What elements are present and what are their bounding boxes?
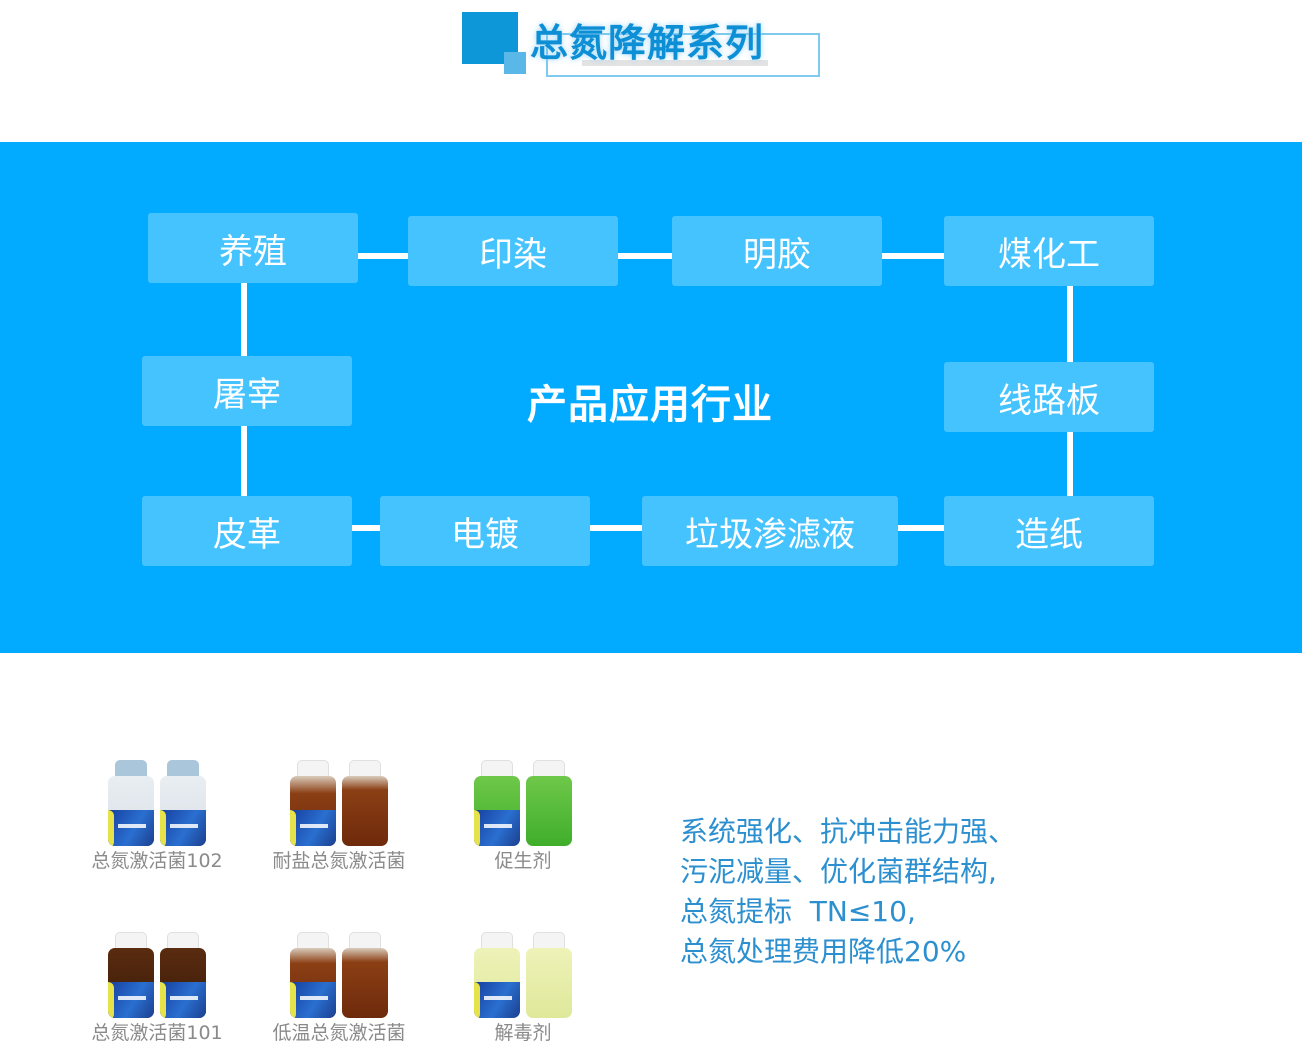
industry-label: 皮革 [213,514,281,555]
bottle-icon [108,932,154,1018]
product-card[interactable]: 总氮激活菌101 [72,922,242,1044]
bottle-icon [342,932,388,1018]
product-benefits: 系统强化、抗冲击能力强、 污泥减量、优化菌群结构, 总氮提标 TN≤10, 总氮… [680,812,1016,972]
bottle-icon [160,932,206,1018]
connector [1067,432,1073,496]
industry-node-circuit-board: 线路板 [944,362,1154,432]
product-image [72,922,242,1018]
industry-node-gelatin: 明胶 [672,216,882,286]
industry-node-coal-chemical: 煤化工 [944,216,1154,286]
benefit-line: 污泥减量、优化菌群结构, [680,855,997,888]
industry-label: 养殖 [219,231,287,272]
product-card[interactable]: 促生剂 [438,750,608,880]
product-name: 促生剂 [494,850,552,872]
industry-band: 养殖 印染 明胶 煤化工 屠宰 线路板 皮革 电镀 垃圾渗滤液 造纸 产品应用行… [0,142,1302,653]
product-name: 总氮激活菌101 [91,1022,223,1044]
product-card[interactable]: 总氮激活菌102 [72,750,242,880]
bottle-icon [290,760,336,846]
industry-node-aquaculture: 养殖 [148,213,358,283]
connector [351,525,381,531]
page-title: 总氮降解系列 [530,21,765,65]
product-name: 低温总氮激活菌 [272,1022,406,1044]
bottle-icon [290,932,336,1018]
section-header: 总氮降解系列 [462,10,832,82]
industry-label: 明胶 [743,234,811,275]
product-image [72,750,242,846]
product-image [254,922,424,1018]
industry-node-leather: 皮革 [142,496,352,566]
industry-label: 煤化工 [998,234,1100,275]
industry-node-dyeing: 印染 [408,216,618,286]
industry-node-landfill-leachate: 垃圾渗滤液 [642,496,898,566]
bottle-icon [526,760,572,846]
product-card[interactable]: 解毒剂 [438,922,608,1044]
industry-label: 屠宰 [213,374,281,415]
decor-frame [546,33,820,77]
band-title: 产品应用行业 [527,382,773,428]
benefit-line: 总氮提标 TN≤10, [680,895,916,928]
product-image [254,750,424,846]
product-name: 耐盐总氮激活菌 [272,850,406,872]
industry-label: 线路板 [998,380,1100,421]
connector [589,525,643,531]
product-name: 解毒剂 [494,1022,552,1044]
connector [617,253,673,259]
decor-underline [582,60,768,66]
connector [1067,286,1073,362]
connector [241,283,247,357]
industry-node-papermaking: 造纸 [944,496,1154,566]
product-card[interactable]: 低温总氮激活菌 [254,922,424,1044]
connector [881,253,945,259]
industry-node-slaughter: 屠宰 [142,356,352,426]
bottle-icon [342,760,388,846]
bottle-icon [108,760,154,846]
benefit-line: 总氮处理费用降低20% [680,935,967,968]
decor-square-small [504,52,526,74]
industry-label: 造纸 [1015,514,1083,555]
industry-label: 电镀 [451,514,519,555]
connector [241,426,247,496]
product-image [438,922,608,1018]
product-image [438,750,608,846]
product-card[interactable]: 耐盐总氮激活菌 [254,750,424,880]
industry-label: 垃圾渗滤液 [685,514,855,555]
bottle-icon [474,932,520,1018]
product-name: 总氮激活菌102 [91,850,223,872]
bottle-icon [474,760,520,846]
industry-label: 印染 [479,234,547,275]
bottle-icon [526,932,572,1018]
connector [897,525,945,531]
industry-node-electroplating: 电镀 [380,496,590,566]
bottle-icon [160,760,206,846]
benefit-line: 系统强化、抗冲击能力强、 [680,815,1017,848]
connector [357,253,409,259]
